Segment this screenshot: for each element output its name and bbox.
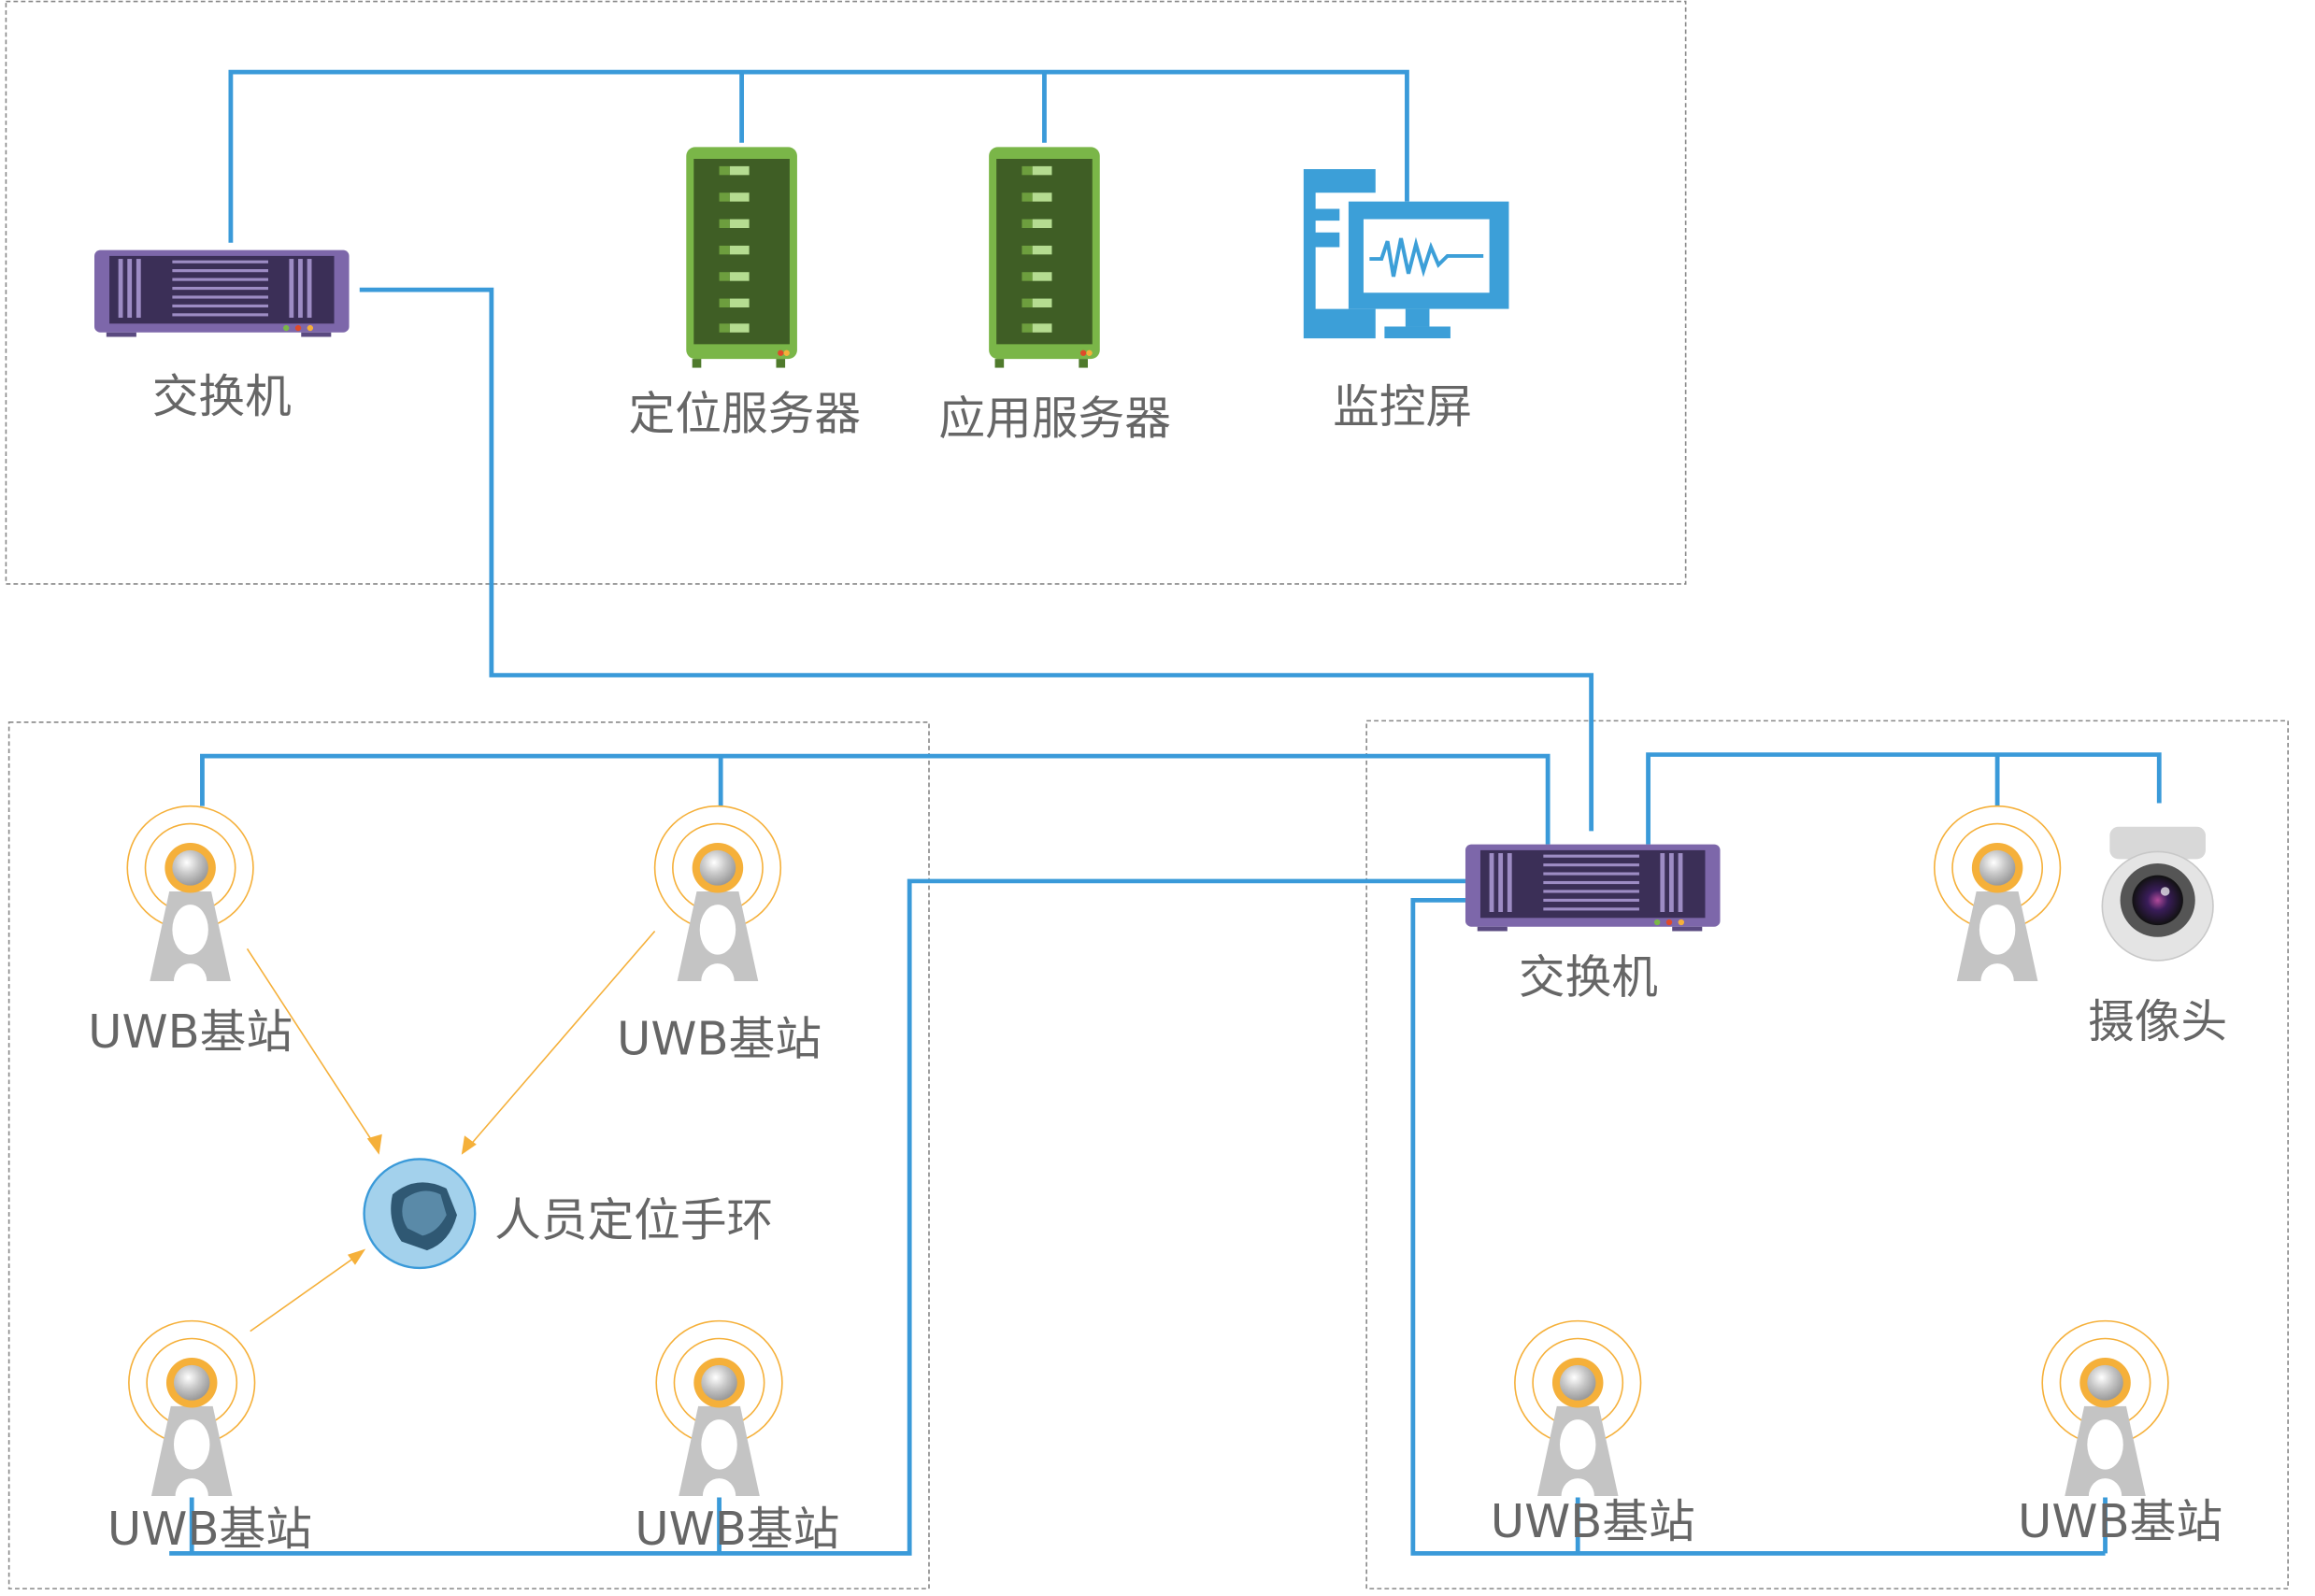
application-server-icon — [989, 147, 1100, 368]
wristband-icon — [363, 1158, 477, 1270]
base-station-icon — [1514, 1319, 1642, 1497]
positioning-server-label: 定位服务器 — [629, 387, 861, 440]
positioning-server-icon — [686, 147, 797, 368]
core-switch-icon — [94, 249, 350, 337]
base-station-label: UWB基站 — [107, 1502, 312, 1555]
camera-label: 摄像头 — [2088, 994, 2227, 1047]
base-station-icon — [1933, 805, 2062, 982]
network-wires — [169, 69, 2162, 1556]
monitor-icon — [1303, 169, 1509, 339]
monitor-label: 监控屏 — [1333, 379, 1472, 433]
base-station-label: UWB基站 — [635, 1502, 839, 1555]
base-station-icon — [655, 1319, 783, 1497]
wire-zone-b-top — [1646, 752, 2162, 845]
control-room-boundary — [5, 0, 1687, 585]
application-server-label: 应用服务器 — [938, 392, 1170, 445]
wire-core-uplink — [359, 287, 1594, 832]
signal-arrows — [246, 930, 656, 1332]
base-station-icon — [126, 805, 254, 982]
base-station-icon — [128, 1319, 256, 1497]
wire-control-bus — [228, 69, 1409, 243]
base-station-icon — [653, 805, 782, 982]
wire-zone-a-bottom — [169, 878, 1465, 1556]
wristband-label: 人员定位手环 — [494, 1193, 773, 1247]
base-station-label: UWB基站 — [1491, 1494, 1695, 1547]
zone-a-boundary — [7, 721, 930, 1589]
core-switch-label: 交换机 — [152, 369, 292, 422]
wire-zone-a-top — [200, 753, 1550, 845]
zone-switch-label: 交换机 — [1519, 950, 1658, 1004]
base-station-icon — [2041, 1319, 2169, 1497]
camera-icon — [2101, 826, 2214, 962]
zone-b-boundary — [1365, 720, 2289, 1589]
base-station-label: UWB基站 — [2018, 1494, 2222, 1547]
zone-switch-icon — [1465, 844, 1721, 932]
wire-zone-b-bottom — [1410, 898, 2106, 1556]
base-station-label: UWB基站 — [88, 1005, 293, 1058]
base-station-label: UWB基站 — [617, 1012, 822, 1065]
